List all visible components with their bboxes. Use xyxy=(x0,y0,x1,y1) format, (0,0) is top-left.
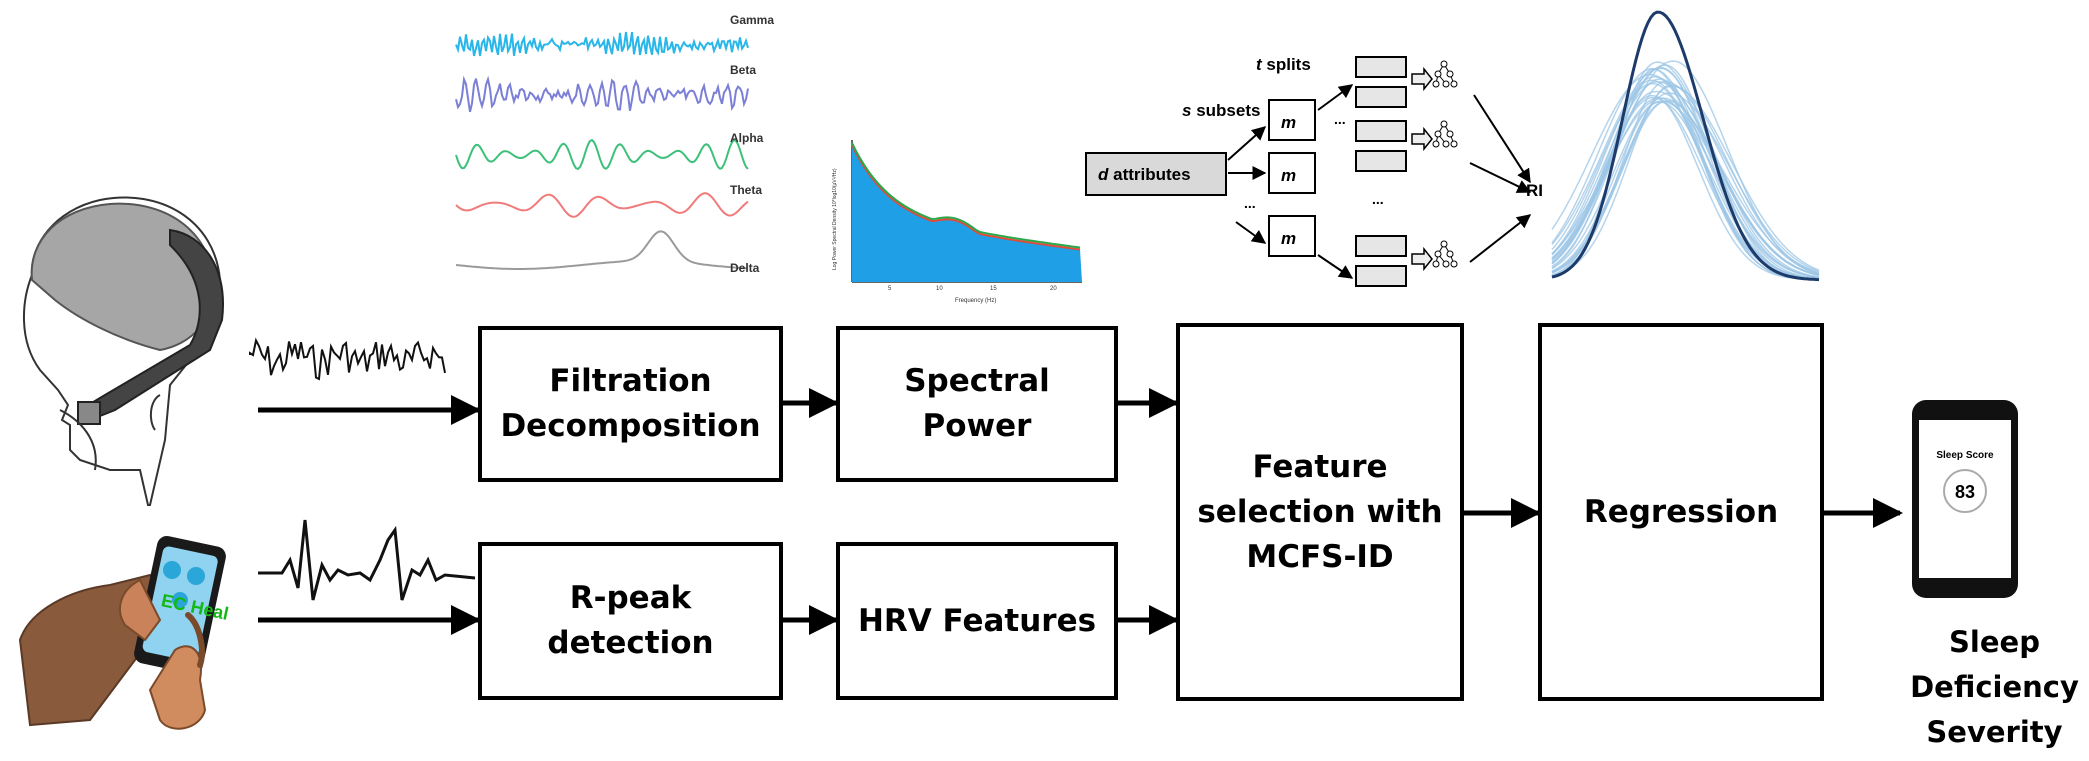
tree-arrow-icon xyxy=(1411,246,1433,272)
psd-xtick: 5 xyxy=(888,286,892,292)
random-forest-schematic: t splits s subsets d attributes m m m ..… xyxy=(1085,55,1543,287)
sleep-deficiency-severity-label: Sleep Deficiency Severity xyxy=(1910,625,2079,749)
split-box xyxy=(1355,86,1407,108)
t-splits-label: t splits xyxy=(1256,55,1311,74)
density-curve-light xyxy=(1551,67,1820,280)
hrv-features-label: HRV Features xyxy=(857,602,1097,639)
eeg-band-wave xyxy=(455,230,749,270)
raw-eeg-signal xyxy=(249,337,446,381)
eeg-headband-illustration xyxy=(22,196,224,506)
split-box xyxy=(1355,120,1407,142)
filtration-decomposition-box: Filtration Decomposition xyxy=(478,326,783,482)
tree-node xyxy=(1442,140,1450,148)
eeg-band-label: Delta xyxy=(730,261,760,275)
subset-m: m xyxy=(1281,113,1296,132)
feature-selection-label: Feature selection with MCFS-ID xyxy=(1197,448,1443,575)
tree-node xyxy=(1440,60,1448,68)
psd-xtick: 15 xyxy=(990,286,997,292)
tree-node xyxy=(1450,260,1458,268)
hrv-features-box: HRV Features xyxy=(836,542,1118,700)
tree-node xyxy=(1446,70,1454,78)
regression-box: Regression xyxy=(1538,323,1824,701)
spectral-power-box: Spectral Power xyxy=(836,326,1118,482)
eeg-band-wave xyxy=(455,138,749,171)
decision-trees xyxy=(1411,60,1458,272)
eeg-band-label: Gamma xyxy=(730,13,774,27)
tree-node xyxy=(1440,120,1448,128)
tree-node xyxy=(1442,80,1450,88)
psd-line-red xyxy=(851,144,1081,251)
tree-node xyxy=(1440,240,1448,248)
sleep-score-title: Sleep Score xyxy=(1936,450,1994,461)
tree-arrow-icon xyxy=(1411,126,1433,152)
eeg-band-label: Theta xyxy=(730,183,762,197)
tree-node xyxy=(1446,130,1454,138)
tree-node xyxy=(1434,70,1442,78)
density-curve-light xyxy=(1551,68,1820,280)
ecg-app-phone-illustration xyxy=(18,536,226,730)
tree-node xyxy=(1442,260,1450,268)
eeg-band-label: Alpha xyxy=(730,131,764,145)
ellipsis: ... xyxy=(1244,195,1256,211)
d-attributes-box xyxy=(1085,152,1227,196)
subset-m: m xyxy=(1281,166,1296,185)
eeg-band-label: Beta xyxy=(730,63,756,77)
filtration-decomposition-label: Filtration Decomposition xyxy=(500,363,761,444)
sleep-score-value: 83 xyxy=(1955,482,1975,502)
psd-xtick: 10 xyxy=(936,286,943,292)
split-box xyxy=(1355,150,1407,172)
tree-node xyxy=(1432,140,1440,148)
subset-box xyxy=(1268,215,1316,257)
raw-ecg-signal xyxy=(258,519,476,601)
ellipsis: ... xyxy=(1334,111,1346,127)
subset-m: m xyxy=(1281,229,1296,248)
density-curve-light xyxy=(1551,84,1820,277)
flow-arrows xyxy=(258,388,1903,635)
spectral-power-label: Spectral Power xyxy=(904,363,1050,444)
eeg-band-wave xyxy=(455,192,749,218)
tree-node xyxy=(1434,250,1442,258)
split-box xyxy=(1355,235,1407,257)
feature-selection-box: Feature selection with MCFS-ID xyxy=(1176,323,1464,701)
tree-node xyxy=(1450,140,1458,148)
d-attributes-label: d attributes xyxy=(1098,165,1191,184)
eeg-band-wave xyxy=(455,31,749,57)
sleep-score-phone: Sleep Score 83 xyxy=(1912,400,2018,598)
psd-xtick: 20 xyxy=(1050,286,1057,292)
density-curves xyxy=(1551,10,1820,282)
tree-node xyxy=(1432,80,1440,88)
psd-line-green xyxy=(851,142,1081,249)
r-peak-detection-label: R-peak detection xyxy=(547,580,714,661)
subset-box xyxy=(1268,152,1316,194)
tree-arrow-icon xyxy=(1411,66,1433,92)
ellipsis: ... xyxy=(1372,191,1384,207)
ri-output-label: RI xyxy=(1526,181,1543,200)
split-box xyxy=(1355,265,1407,287)
psd-chart: Log Power Spectral Density 10*log10(μV²/… xyxy=(832,140,1082,304)
psd-ylabel: Log Power Spectral Density 10*log10(μV²/… xyxy=(832,168,838,270)
psd-area xyxy=(852,145,1082,282)
density-curve-light xyxy=(1551,61,1820,278)
r-peak-detection-box: R-peak detection xyxy=(478,542,783,700)
subset-box xyxy=(1268,99,1316,141)
eeg-band-wave xyxy=(455,75,749,113)
psd-xlabel: Frequency (Hz) xyxy=(955,298,996,304)
split-box xyxy=(1355,56,1407,78)
tree-node xyxy=(1450,80,1458,88)
density-curve-light xyxy=(1551,76,1820,277)
regression-label: Regression xyxy=(1583,493,1779,530)
tree-node xyxy=(1446,250,1454,258)
density-curve-main xyxy=(1551,10,1820,282)
s-subsets-label: s subsets xyxy=(1182,101,1260,120)
tree-node xyxy=(1432,260,1440,268)
tree-node xyxy=(1434,130,1442,138)
